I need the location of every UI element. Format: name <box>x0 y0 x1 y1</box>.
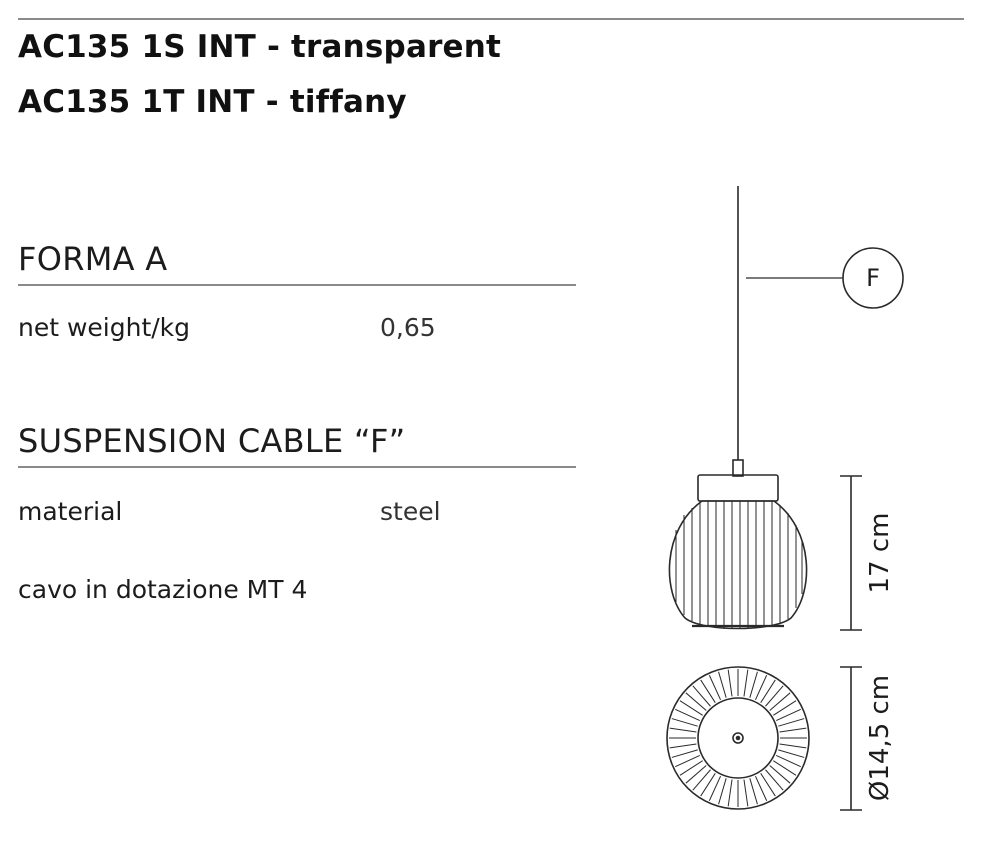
product-title-tiffany: AC135 1T INT - tiffany <box>18 84 407 120</box>
top-view-rib <box>671 718 698 727</box>
top-view-rib <box>685 765 707 784</box>
callout-circle <box>842 247 904 309</box>
glass-shade-outline <box>668 500 808 630</box>
top-view-rib <box>669 727 697 733</box>
top-view-rib <box>775 754 801 768</box>
cable-grip <box>732 459 744 477</box>
top-divider <box>18 18 964 20</box>
top-view-rib <box>754 775 768 801</box>
top-view-rib <box>769 765 791 784</box>
lamp-collar <box>697 474 779 502</box>
top-view-rib <box>769 692 791 711</box>
top-view-cable-hole <box>732 732 744 744</box>
top-view-rib <box>765 769 784 791</box>
callout-letter: F <box>866 264 880 292</box>
top-view-rib <box>727 669 733 697</box>
net-weight-value: 0,65 <box>380 313 436 342</box>
top-view-outer-circle <box>666 666 810 810</box>
section-heading-cable: SUSPENSION CABLE “F” <box>18 422 406 460</box>
top-view-rib <box>749 671 758 698</box>
top-view-rib <box>743 669 749 697</box>
top-view-rib <box>700 679 716 703</box>
top-view-rib <box>718 778 727 805</box>
top-view-rib <box>760 773 776 797</box>
top-view-rib <box>779 743 807 749</box>
section-divider-forma <box>18 284 576 286</box>
cable-note: cavo in dotazione MT 4 <box>18 575 308 604</box>
top-view-rib <box>773 760 797 776</box>
top-view-radial-ribs <box>669 669 807 807</box>
top-view-rib <box>765 685 784 707</box>
top-view-rib <box>708 675 722 701</box>
top-view-rib <box>692 685 711 707</box>
diameter-dimension <box>840 666 862 811</box>
top-view-rib <box>778 749 805 758</box>
section-heading-forma: FORMA A <box>18 240 168 278</box>
product-title-transparent: AC135 1S INT - transparent <box>18 29 502 65</box>
height-dimension <box>840 475 862 631</box>
material-value: steel <box>380 497 441 526</box>
top-view-rib <box>679 760 703 776</box>
top-view-rib <box>669 743 697 749</box>
top-view-rib <box>708 775 722 801</box>
top-view-rib <box>749 778 758 805</box>
height-label: 17 cm <box>865 513 895 594</box>
top-view-rib <box>679 700 703 716</box>
top-view-rib <box>775 708 801 722</box>
top-view-rib <box>671 749 698 758</box>
top-view-rib <box>700 773 716 797</box>
top-view-rib <box>727 779 733 807</box>
section-divider-cable <box>18 466 576 468</box>
top-view-inner-circle <box>697 697 779 779</box>
glass-ribs <box>675 501 803 629</box>
top-view-rib <box>779 727 807 733</box>
lamp-technical-drawing: F 17 cm Ø14,5 cm <box>666 186 904 811</box>
top-view-rib <box>692 769 711 791</box>
diameter-label: Ø14,5 cm <box>865 675 895 801</box>
top-view-rib <box>675 708 701 722</box>
top-view-rib <box>718 671 727 698</box>
top-view-rib <box>760 679 776 703</box>
lamp-side-view <box>668 186 904 630</box>
top-view-rib <box>754 675 768 701</box>
top-view-rib <box>773 700 797 716</box>
top-view-rib <box>685 692 707 711</box>
top-view-rib <box>675 754 701 768</box>
top-view-rib <box>778 718 805 727</box>
lamp-top-view <box>666 666 810 810</box>
top-view-rib <box>743 779 749 807</box>
material-label: material <box>18 497 123 526</box>
net-weight-label: net weight/kg <box>18 313 191 342</box>
